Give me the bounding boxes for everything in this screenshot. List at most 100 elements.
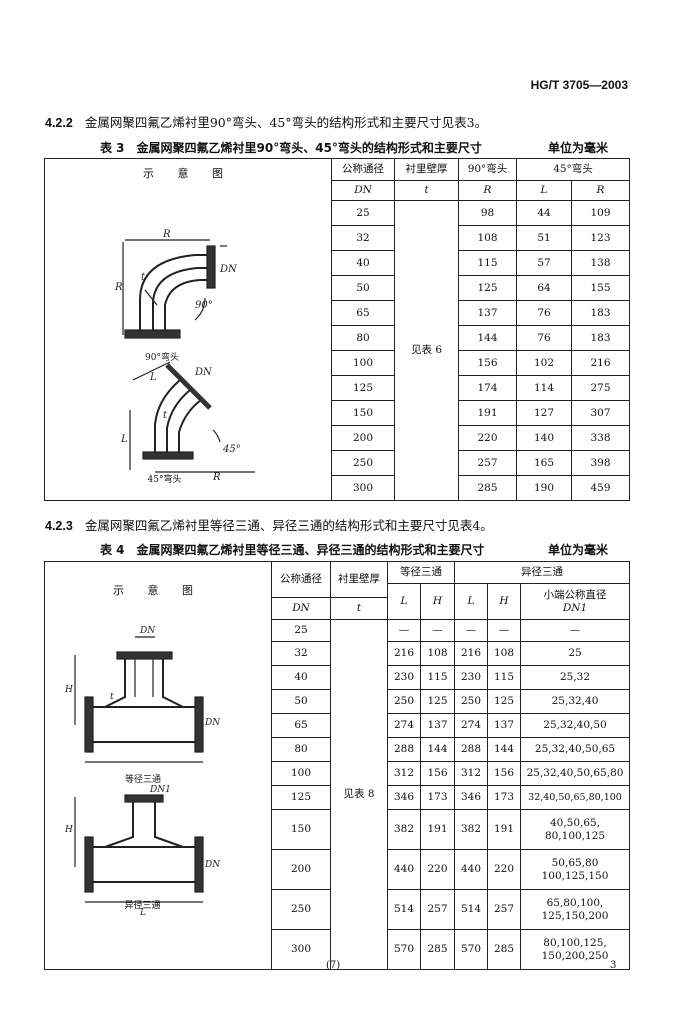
t3-dn-cell: 65 (331, 300, 395, 326)
t4-dn1-cell: 25,32,40,50,65,80 (519, 761, 631, 786)
t4-el-cell: 346 (387, 785, 421, 810)
t3-l45-cell: 51 (516, 225, 572, 251)
elbow90-dn-label: DN (219, 264, 238, 275)
t3-elbow90-header: 90°弯头 (458, 158, 517, 181)
t4-el-cell: 514 (387, 889, 421, 930)
t4-rh-symbol: H (487, 583, 521, 620)
elbow90-r-side-label: R (114, 282, 123, 293)
t3-l45-cell: 114 (516, 375, 572, 401)
t3-l45-cell: 165 (516, 450, 572, 476)
elbow-diagrams: R R DN t 90° 90°弯头 (114, 229, 255, 483)
t4-eh-symbol: H (420, 583, 455, 620)
equal-tee-dn-label: DN (139, 626, 156, 636)
t3-r90-cell: 191 (458, 400, 517, 426)
t3-l45-cell: 64 (516, 275, 572, 301)
t4-dn-cell: 65 (271, 713, 331, 738)
t4-dn-cell: 150 (271, 809, 331, 850)
reducing-tee-l-label: L (139, 908, 146, 917)
t3-dn-symbol: DN (331, 180, 395, 201)
t4-dn1-cell: 25,32,40 (519, 689, 631, 714)
t4-dn1-cell: 25,32 (519, 665, 631, 690)
t3-r45-cell: 183 (571, 325, 630, 351)
t4-dn-cell: 100 (271, 761, 331, 786)
reducing-tee-dn1-label: DN1 (149, 785, 171, 795)
t4-eh-cell: 137 (420, 713, 455, 738)
elbow45-l-side-label: L (120, 434, 128, 445)
t3-dn-cell: 50 (331, 275, 395, 301)
t3-r90-cell: 115 (458, 250, 517, 276)
t4-dn1-line1: 65,80,100, (546, 896, 604, 909)
t4-dn-cell: 200 (271, 849, 331, 890)
section-number: 4.2.2 (45, 116, 73, 130)
reducing-tee-h-label: H (64, 825, 73, 835)
t4-dn1-label: 小端公称直径 (543, 588, 607, 601)
reducing-tee-caption: 异径三通 (124, 900, 161, 911)
t4-eh-cell: 257 (420, 889, 455, 930)
t4-equal-header: 等径三通 (387, 561, 455, 584)
t3-r90-cell: 137 (458, 300, 517, 326)
standard-code: HG/T 3705—2003 (530, 78, 628, 92)
t4-dn1-cell: 65,80,100,125,150,200 (519, 889, 631, 930)
t4-dn1-cell: 25,32,40,50 (519, 713, 631, 738)
figure-title: 示 意 图 (113, 584, 203, 597)
t3-r90-cell: 174 (458, 375, 517, 401)
elbow45-l-label: L (149, 372, 157, 383)
elbow45-caption: 45°弯头 (147, 474, 182, 485)
t3-r90-cell: 98 (458, 200, 517, 226)
t4-rh-cell: 144 (487, 737, 521, 762)
t4-rh-cell: 125 (487, 689, 521, 714)
t3-r45-cell: 398 (571, 450, 630, 476)
t4-thickness-note: 见表 8 (330, 619, 388, 970)
t4-dn1-cell: 25,32,40,50,65 (519, 737, 631, 762)
table3-figure-cell: 示 意 图 R R DN (44, 158, 332, 501)
t4-dn1-line1: 50,65,80 (551, 856, 599, 869)
t4-dn1-cell: 80,100,125,150,200,250 (519, 929, 631, 970)
figure-title: 示 意 图 (143, 167, 233, 180)
t4-rl-cell: 312 (454, 761, 488, 786)
t4-dn1-line2: 125,150,200 (541, 909, 609, 922)
t3-dn-cell: 125 (331, 375, 395, 401)
t4-rl-cell: 230 (454, 665, 488, 690)
t4-rh-cell: 220 (487, 849, 521, 890)
t4-dn1-symbol: DN1 (562, 601, 588, 614)
t3-r45-cell: 307 (571, 400, 630, 426)
t4-rl-cell: 274 (454, 713, 488, 738)
t3-l45-cell: 140 (516, 425, 572, 451)
elbow45-t-label: t (163, 410, 168, 421)
elbow90-caption: 90°弯头 (145, 351, 179, 363)
t3-r45-symbol: R (571, 180, 630, 201)
t3-r90-cell: 257 (458, 450, 517, 476)
t3-r90-cell: 220 (458, 425, 517, 451)
t4-dash-cell: — (420, 619, 455, 642)
t3-dn-cell: 32 (331, 225, 395, 251)
reducing-tee-dn-label: DN (204, 860, 221, 870)
t4-rh-cell: 257 (487, 889, 521, 930)
t4-dn-header: 公称通径 (271, 561, 331, 598)
t3-thickness-note: 见表 6 (394, 200, 459, 501)
t3-dn-cell: 100 (331, 350, 395, 376)
t4-reducing-header: 异径三通 (453, 561, 631, 584)
t3-r45-cell: 275 (571, 375, 630, 401)
t3-r45-cell: 109 (571, 200, 630, 226)
t3-l45-symbol: L (516, 180, 572, 201)
tee-diagrams: DN H DN t 等径三通 DN (64, 626, 221, 918)
t4-dn-cell: 300 (271, 929, 331, 970)
elbow90-t-label: t (141, 272, 146, 283)
table3-unit: 单位为毫米 (548, 141, 609, 155)
t4-rl-cell: 440 (454, 849, 488, 890)
t4-dn1-line2: 100,125,150 (541, 869, 609, 882)
table4: 示 意 图 DN H (44, 561, 631, 970)
section-number: 4.2.3 (45, 519, 73, 533)
equal-tee-dn-side-label: DN (204, 718, 221, 728)
